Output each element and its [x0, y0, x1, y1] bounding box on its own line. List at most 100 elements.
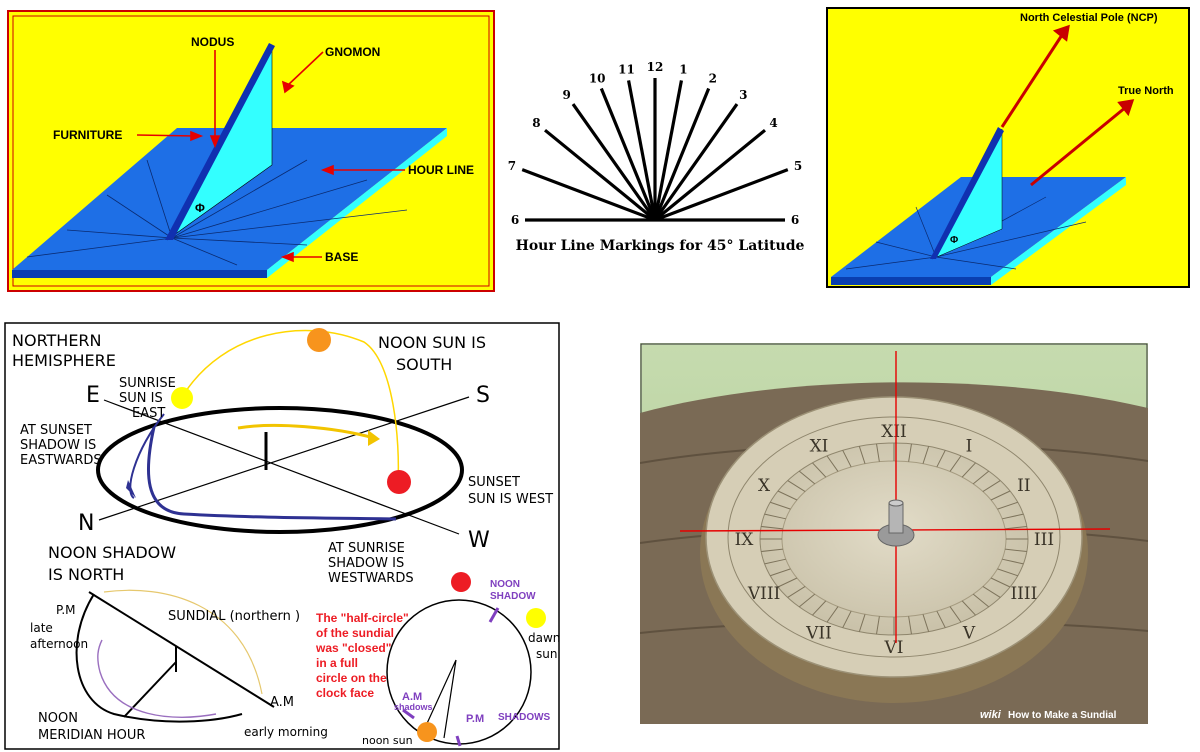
orientation-border — [4, 322, 560, 750]
dial-tick — [770, 568, 791, 577]
ncp-label: North Celestial Pole (NCP) — [1020, 12, 1158, 24]
gnomon-post-icon — [888, 502, 904, 534]
hour-label-12: 6 — [791, 213, 799, 227]
hour-line-11 — [654, 168, 789, 222]
ncp-arrows — [1000, 24, 1135, 187]
ncp-panel: Φ North Celestial Pole (NCP) True North — [826, 7, 1190, 288]
furniture-label: FURNITURE — [53, 128, 122, 142]
hour-label-3: 9 — [562, 88, 570, 102]
sunrise-line2: SUN IS — [119, 391, 163, 406]
dial-numeral-7: VII — [805, 624, 832, 644]
am-shadows-line2: shadows — [394, 702, 433, 712]
dial-numeral-6: VI — [884, 638, 904, 658]
watermark-text: How to Make a Sundial — [1008, 710, 1117, 721]
am-sun-arc — [103, 589, 263, 695]
svg-text:clock face: clock face — [316, 686, 374, 700]
base-side-edge — [267, 128, 447, 278]
sunset-shadow-line2: SHADOW IS — [20, 438, 96, 453]
plate-hour-lines — [26, 159, 408, 266]
dial-tick — [1004, 525, 1027, 530]
dial-tick — [842, 610, 852, 628]
hour-label-7: 1 — [679, 63, 687, 77]
hour-label-11: 5 — [794, 159, 802, 173]
dial-tick — [798, 470, 816, 485]
watermark-brand: wiki — [980, 709, 1002, 721]
dial-tick — [990, 490, 1011, 501]
svg-text:in a full: in a full — [316, 656, 358, 670]
hour-line-8 — [653, 87, 711, 221]
shadow-sweep-secondary — [129, 413, 165, 499]
dial-tick — [972, 593, 990, 608]
clock-shadow-wedge — [423, 659, 457, 739]
hour-label-2: 8 — [532, 116, 540, 130]
dial-tick — [997, 568, 1018, 577]
dial-numeral-0: XII — [881, 422, 907, 442]
dial-tick — [876, 616, 880, 635]
sunrise-shadow-line2: SHADOW IS — [328, 556, 404, 571]
dawn-sun-icon — [526, 608, 546, 628]
dial-numeral-11: XI — [810, 436, 829, 456]
hour-label-4: 10 — [589, 71, 606, 85]
dial-tick — [972, 470, 990, 485]
dial-tick — [961, 600, 976, 616]
noon-shadow-line2: IS NORTH — [48, 565, 124, 584]
dial-tick — [1002, 558, 1024, 565]
dial-tick — [949, 606, 962, 623]
noon-shadow-small-line2: SHADOW — [490, 591, 536, 602]
dial-tick — [812, 462, 827, 478]
sundial-parts-panel: Φ NODUS GNOMON FURNITURE HOUR LINE BASE — [7, 10, 495, 292]
dawn-sun-line1: dawn — [528, 631, 560, 645]
hour-line-5 — [626, 80, 657, 221]
dial-tick — [826, 455, 839, 472]
noon-sun-line1: NOON SUN IS — [378, 333, 486, 352]
dial-tick — [1002, 513, 1024, 520]
dial-tick — [764, 513, 786, 520]
hour-line-1 — [521, 168, 656, 222]
shadow-sweep-arrow — [146, 426, 397, 521]
sunrise-shadow-line3: WESTWARDS — [328, 571, 414, 586]
dial-tick — [787, 586, 806, 598]
dial-tick — [936, 450, 946, 468]
hour-label-10: 4 — [769, 116, 777, 130]
clock-red-sun — [451, 572, 471, 592]
sunset-sun-icon — [387, 470, 411, 494]
sunset-sun-line1: SUNSET — [468, 475, 520, 490]
sun-path-arc — [183, 329, 400, 483]
svg-text:The "half-circle": The "half-circle" — [316, 611, 409, 625]
dial-tick — [798, 593, 816, 608]
dial-tick — [1004, 548, 1027, 553]
compass-s: S — [476, 383, 490, 408]
pm-shadow-tick — [455, 735, 462, 747]
dial-tick — [922, 446, 930, 464]
hour-label-6: 12 — [647, 60, 664, 74]
hour-line-3 — [571, 103, 657, 221]
noon-sun-line2: SOUTH — [396, 355, 452, 374]
true-north-label: True North — [1118, 85, 1174, 97]
hour-line-10 — [653, 128, 767, 222]
ncp-base-side — [991, 177, 1126, 285]
shadow-sweep-purple — [97, 639, 217, 718]
dial-numeral-3: III — [1034, 530, 1054, 550]
ncp-gnomon-edge — [930, 127, 1004, 259]
compass-n: N — [78, 511, 94, 536]
dial-tick — [761, 525, 784, 530]
noon-shadow-arrow — [237, 423, 375, 440]
sundial-northern-label: SUNDIAL (northern ) — [168, 609, 300, 624]
dial-tick — [908, 443, 912, 462]
dial-tick — [842, 450, 852, 468]
dial-tick — [982, 480, 1001, 492]
dial-tick — [858, 614, 866, 632]
noon-sun-label: noon sun — [362, 734, 413, 747]
sunrise-shadow-line1: AT SUNRISE — [328, 541, 405, 556]
dial-tick — [812, 600, 827, 616]
dawn-sun-line2: sun — [536, 647, 557, 661]
dial-numeral-2: II — [1017, 476, 1030, 496]
dial-tick — [908, 616, 912, 635]
dial-tick — [777, 490, 798, 501]
gnomon-post-top — [888, 499, 904, 507]
dial-tick — [961, 462, 976, 478]
dial-numeral-ring — [727, 416, 1061, 658]
am-shadows-line1: A.M — [402, 691, 422, 703]
